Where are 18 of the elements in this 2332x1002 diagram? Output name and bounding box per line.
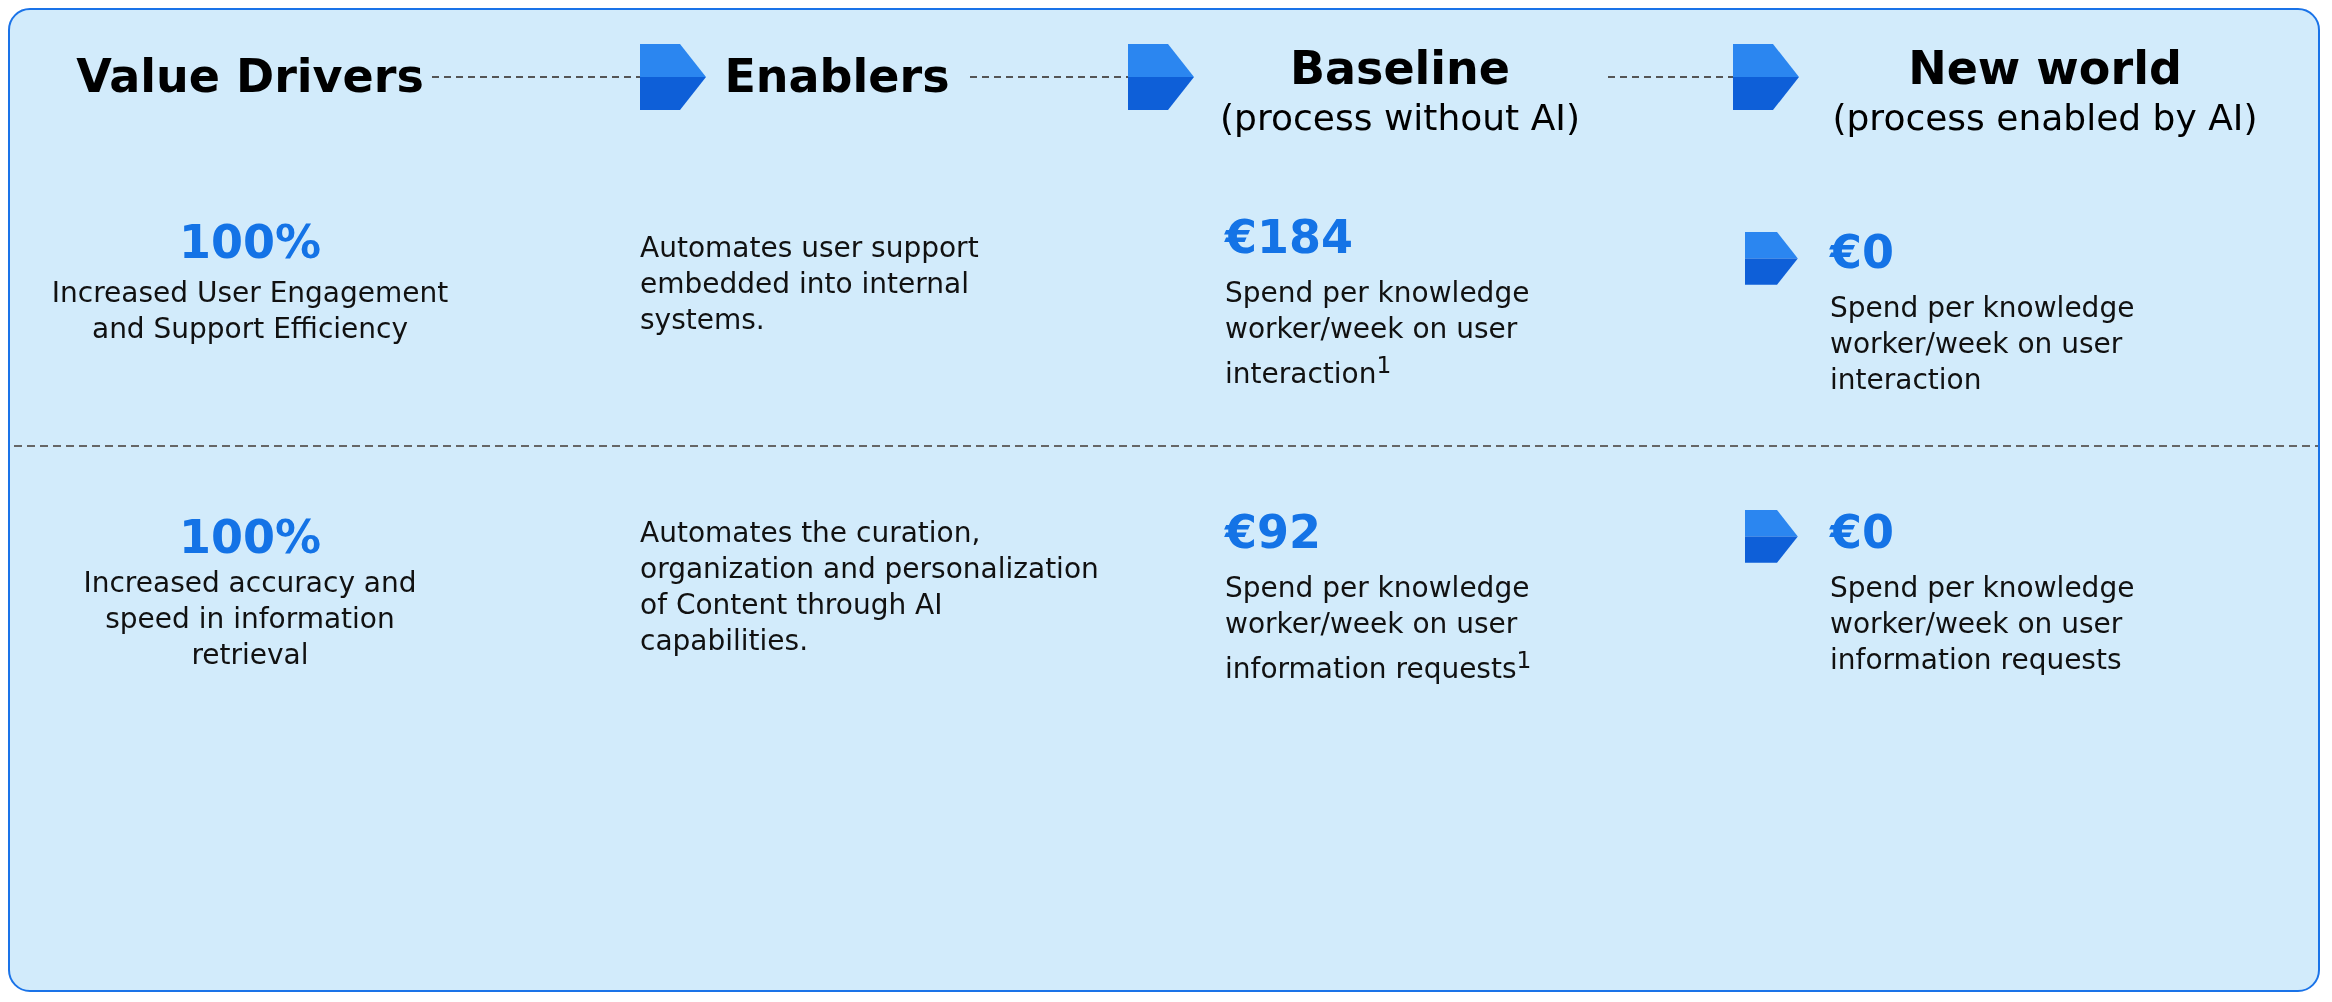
- description-text: Automates the curation, organization and personalization of Content through AI capabilities.: [640, 515, 1100, 659]
- value-figure: €0: [1830, 505, 1895, 559]
- value-figure: €92: [1225, 505, 1323, 559]
- column-heading: Enablers: [712, 48, 962, 104]
- description-text: Spend per knowledge worker/week on user interaction: [1830, 290, 2136, 398]
- description-text: Spend per knowledge worker/week on user information requests$^{1}$: [1225, 570, 1533, 688]
- description-text: Automates user support embedded into internal systems.: [640, 230, 980, 338]
- column-heading: New world (process enabled by AI): [1805, 40, 2285, 140]
- value-figure: 100%: [177, 215, 323, 269]
- column-heading: Value Drivers: [60, 48, 440, 104]
- value-figure: 100%: [177, 510, 323, 564]
- value-figure: €0: [1830, 225, 1895, 279]
- description-text: Increased accuracy and speed in information retrieval: [82, 565, 418, 673]
- description-text: Spend per knowledge worker/week on user interaction$^{1}$: [1225, 275, 1531, 393]
- description-text: Spend per knowledge worker/week on user information requests: [1830, 570, 2136, 678]
- column-heading: Baseline (process without AI): [1200, 40, 1600, 140]
- value-figure: €184: [1225, 210, 1355, 264]
- description-text: Increased User Engagement and Support Efficiency: [50, 275, 450, 347]
